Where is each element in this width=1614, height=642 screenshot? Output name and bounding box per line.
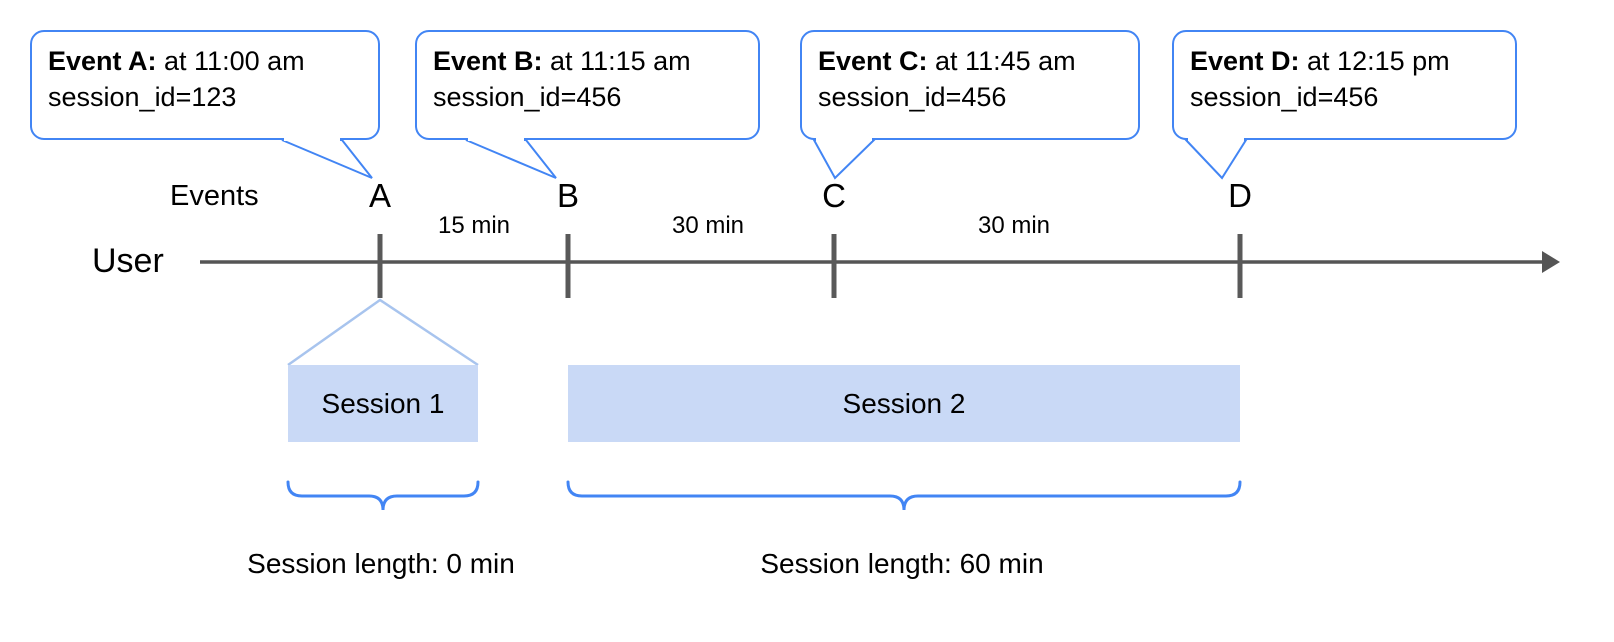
interval-label-1: 15 min bbox=[437, 212, 511, 239]
actor-label-user: User bbox=[92, 242, 164, 280]
timeline-arrow-icon bbox=[1542, 251, 1560, 273]
event-marker-a: A bbox=[368, 177, 392, 214]
callout-tail-event-c bbox=[812, 139, 877, 180]
callout-event-b: Event B: at 11:15 am session_id=456 bbox=[415, 30, 760, 140]
session-2-brace bbox=[566, 480, 1242, 511]
event-marker-c: C bbox=[822, 177, 846, 214]
callout-session-id: session_id=123 bbox=[48, 81, 237, 112]
callout-session-id: session_id=456 bbox=[1190, 81, 1379, 112]
callout-event-c: Event C: at 11:45 am session_id=456 bbox=[800, 30, 1140, 140]
callout-time: at 12:15 pm bbox=[1299, 46, 1450, 76]
callout-time: at 11:00 am bbox=[156, 46, 305, 76]
interval-label-3: 30 min bbox=[977, 212, 1051, 239]
callout-tail-event-d bbox=[1183, 139, 1248, 180]
session-1-brace bbox=[286, 480, 480, 511]
callout-title: Event B: bbox=[433, 46, 543, 76]
session-length-label-2: Session length: 60 min bbox=[760, 548, 1044, 579]
events-row-label: Events bbox=[170, 180, 259, 212]
session-1-connector bbox=[287, 298, 479, 367]
callout-session-id: session_id=456 bbox=[433, 81, 622, 112]
callout-session-id: session_id=456 bbox=[818, 81, 1007, 112]
session-bar-2: Session 2 bbox=[568, 365, 1240, 442]
event-marker-b: B bbox=[556, 177, 580, 214]
callout-title: Event D: bbox=[1190, 46, 1300, 76]
callout-title: Event A: bbox=[48, 46, 157, 76]
session-bar-1: Session 1 bbox=[288, 365, 478, 442]
callout-tail-event-a bbox=[281, 139, 373, 179]
callout-time: at 11:45 am bbox=[927, 46, 1076, 76]
callout-tail-event-b bbox=[465, 139, 557, 179]
callout-time: at 11:15 am bbox=[542, 46, 691, 76]
session-length-label-1: Session length: 0 min bbox=[247, 548, 515, 579]
event-marker-d: D bbox=[1228, 177, 1252, 214]
callout-event-a: Event A: at 11:00 am session_id=123 bbox=[30, 30, 380, 140]
interval-label-2: 30 min bbox=[671, 212, 745, 239]
callout-title: Event C: bbox=[818, 46, 928, 76]
callout-event-d: Event D: at 12:15 pm session_id=456 bbox=[1172, 30, 1517, 140]
